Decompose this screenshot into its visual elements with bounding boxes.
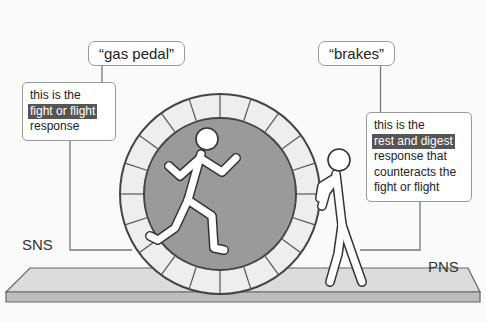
- wheel-spoke: [162, 256, 175, 274]
- system-label: PNS: [428, 258, 459, 275]
- wheel-spoke: [293, 218, 314, 225]
- node-text: “gas pedal”: [99, 45, 174, 62]
- callout-box: this is therest and digestresponse that …: [366, 112, 472, 202]
- callout-box: this is thefight or flightresponse: [22, 82, 116, 141]
- wheel-spoke: [293, 163, 314, 170]
- wheel-rim: [120, 94, 320, 294]
- wheel-spoke: [189, 100, 196, 121]
- node-text: this is the: [374, 118, 464, 134]
- wheel-spoke: [265, 256, 278, 274]
- platform-edge: [6, 292, 480, 302]
- wheel-spoke: [244, 267, 251, 288]
- tag-box: “brakes”: [318, 41, 395, 66]
- node-text: response: [30, 119, 108, 135]
- connector-line: [380, 66, 381, 112]
- wheel-spoke: [140, 136, 158, 149]
- pushing-figure: [320, 149, 362, 282]
- wheel-spoke: [282, 136, 300, 149]
- wheel-spoke: [265, 114, 278, 132]
- node-text: “brakes”: [329, 45, 384, 62]
- wheel-spoke: [121, 193, 143, 194]
- wheel-spoke: [162, 114, 175, 132]
- connector-line: [101, 66, 102, 82]
- node-text: this is the: [30, 88, 108, 104]
- wheel-inner: [144, 118, 296, 270]
- wheel-spoke: [126, 218, 147, 225]
- wheel-spoke: [219, 271, 220, 293]
- running-figure: [150, 128, 236, 250]
- wheel-spoke: [126, 163, 147, 170]
- highlighted-text: fight or flight: [28, 104, 97, 120]
- system-label: SNS: [22, 236, 53, 253]
- tag-box: “gas pedal”: [88, 41, 185, 66]
- wheel-spoke: [282, 239, 300, 252]
- wheel-spokes: [121, 95, 319, 293]
- wheel-spoke: [219, 95, 220, 117]
- highlighted-text: rest and digest: [372, 134, 455, 150]
- node-text: response that counteracts the fight or f…: [374, 149, 464, 196]
- wheel-spoke: [189, 267, 196, 288]
- wheel-spoke: [244, 100, 251, 121]
